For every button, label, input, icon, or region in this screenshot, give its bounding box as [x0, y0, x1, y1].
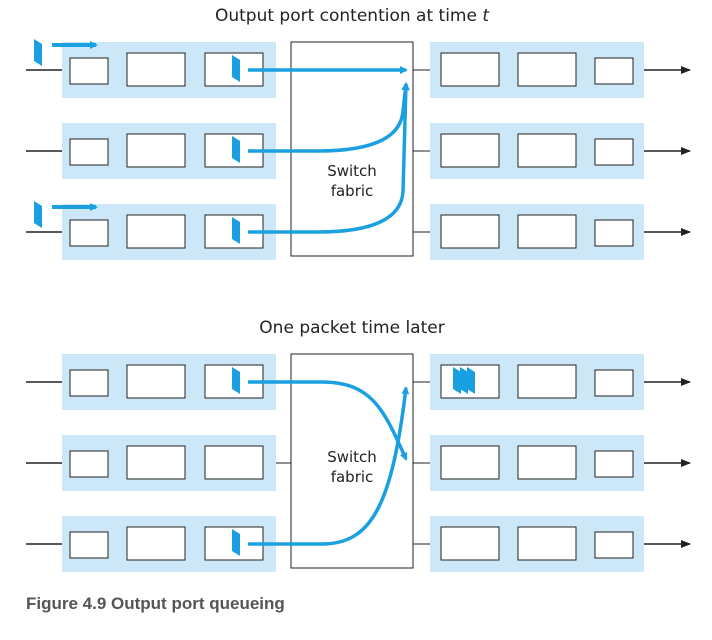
queued-packet [232, 217, 240, 244]
processing-box [126, 445, 186, 480]
processing-box [126, 364, 186, 399]
output-slot [594, 369, 634, 397]
switch-fabric-label: Switch fabric [327, 162, 377, 200]
output-slot [594, 138, 634, 166]
queued-packet [232, 136, 240, 163]
transfer-arrow [248, 82, 410, 234]
fabric-label-line: Switch [327, 162, 377, 180]
output-buffer-box [440, 445, 500, 480]
output-slot [594, 450, 634, 478]
output-buffer-box [440, 52, 500, 87]
queued-packet [232, 55, 240, 82]
queue-slot [69, 450, 109, 478]
arriving-packet [34, 201, 42, 228]
output-processing-box [517, 445, 577, 480]
switch-fabric-label: Switch fabric [327, 448, 377, 486]
processing-box [126, 526, 186, 561]
output-processing-box [517, 133, 577, 168]
fabric-label-line: fabric [331, 182, 374, 200]
panel-title-top: Output port contention at time t [215, 6, 490, 26]
output-queued-packet [460, 367, 468, 394]
output-queued-packet [453, 367, 461, 394]
processing-box [126, 133, 186, 168]
queued-packet [232, 529, 240, 556]
processing-box [126, 214, 186, 249]
panel-top: Switch fabric [26, 39, 691, 260]
fabric-label-line: fabric [331, 468, 374, 486]
output-slot [594, 219, 634, 247]
fabric-label-line: Switch [327, 448, 377, 466]
arriving-packet [34, 39, 42, 66]
output-buffer-box [440, 214, 500, 249]
panel-bottom: Switch fabric [26, 353, 691, 572]
processing-box [126, 52, 186, 87]
output-slot [594, 57, 634, 85]
output-queued-packet [467, 367, 475, 394]
output-slot [594, 531, 634, 559]
queue-slot [69, 369, 109, 397]
output-processing-box [517, 214, 577, 249]
queue-slot [69, 57, 109, 85]
queue-slot [69, 219, 109, 247]
output-processing-box [517, 526, 577, 561]
output-processing-box [517, 52, 577, 87]
figure-caption: Figure 4.9 Output port queueing [26, 594, 285, 613]
output-processing-box [517, 364, 577, 399]
buffer-box [204, 445, 264, 480]
queue-slot [69, 138, 109, 166]
output-buffer-box [440, 133, 500, 168]
output-buffer-box [440, 526, 500, 561]
transfer-arrow [248, 386, 410, 546]
transfer-arrow [248, 82, 410, 153]
panel-title-bottom: One packet time later [259, 318, 444, 338]
queue-slot [69, 531, 109, 559]
queued-packet [232, 367, 240, 394]
